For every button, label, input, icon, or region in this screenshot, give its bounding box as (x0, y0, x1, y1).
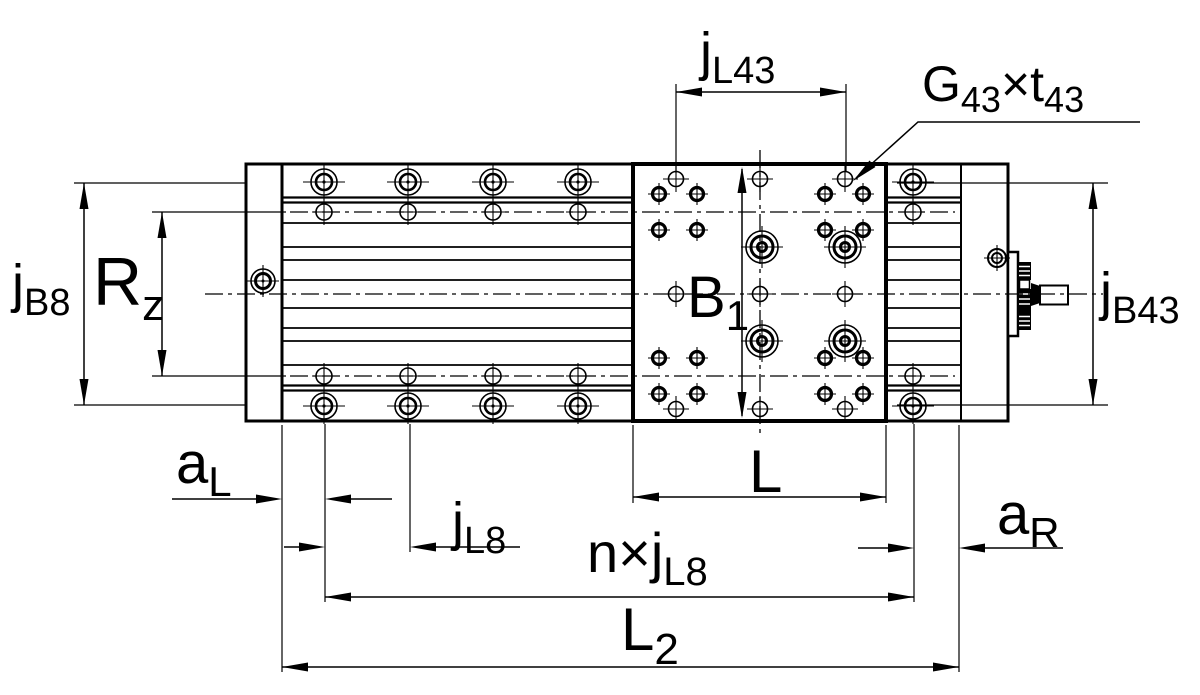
dim-jb8 (79, 183, 89, 405)
dim-al (172, 494, 392, 504)
label-al: aL (176, 431, 232, 505)
dim-ar (858, 543, 1063, 553)
dim-l2 (282, 662, 959, 672)
label-g43xt43: G43×t43 (922, 56, 1084, 120)
label-jb43: jB43 (1098, 262, 1180, 332)
label-jl8: jL8 (450, 492, 506, 562)
label-l2: L2 (621, 596, 679, 674)
dim-jl43 (676, 87, 846, 97)
dim-nxjl8 (325, 592, 914, 602)
dim-b1 (737, 167, 747, 418)
label-l: L (749, 438, 782, 505)
label-jb8: jB8 (10, 254, 70, 324)
label-jl43: jL43 (698, 22, 775, 92)
extension-lines (74, 84, 1108, 672)
callout-g43xt43-leader (853, 121, 1140, 181)
label-rz: Rz (93, 244, 164, 330)
module-body (244, 162, 1010, 423)
dim-rz (157, 212, 167, 376)
label-b1: B1 (687, 265, 749, 339)
dim-jb43 (1088, 183, 1098, 405)
shaft (1039, 284, 1069, 306)
coupling-serration (1018, 262, 1031, 330)
dim-l (633, 492, 886, 502)
label-nxjl8: n×jL8 (587, 521, 708, 594)
dimension-graphics (74, 84, 1140, 672)
shaft-shoulder (1031, 283, 1040, 306)
label-ar: aR (997, 482, 1060, 556)
dim-jl8 (284, 542, 520, 552)
